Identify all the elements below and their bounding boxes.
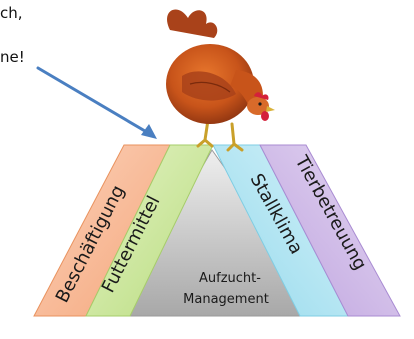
caption-line-1: ch,	[0, 4, 23, 22]
pointer-arrow	[36, 66, 157, 139]
center-label-line-2: Management	[183, 292, 269, 307]
center-label-line-1: Aufzucht-	[199, 271, 261, 286]
pillar-tierbetreuung	[259, 144, 401, 317]
hen-icon	[166, 9, 275, 152]
caption-line-2: ne!	[0, 48, 25, 66]
